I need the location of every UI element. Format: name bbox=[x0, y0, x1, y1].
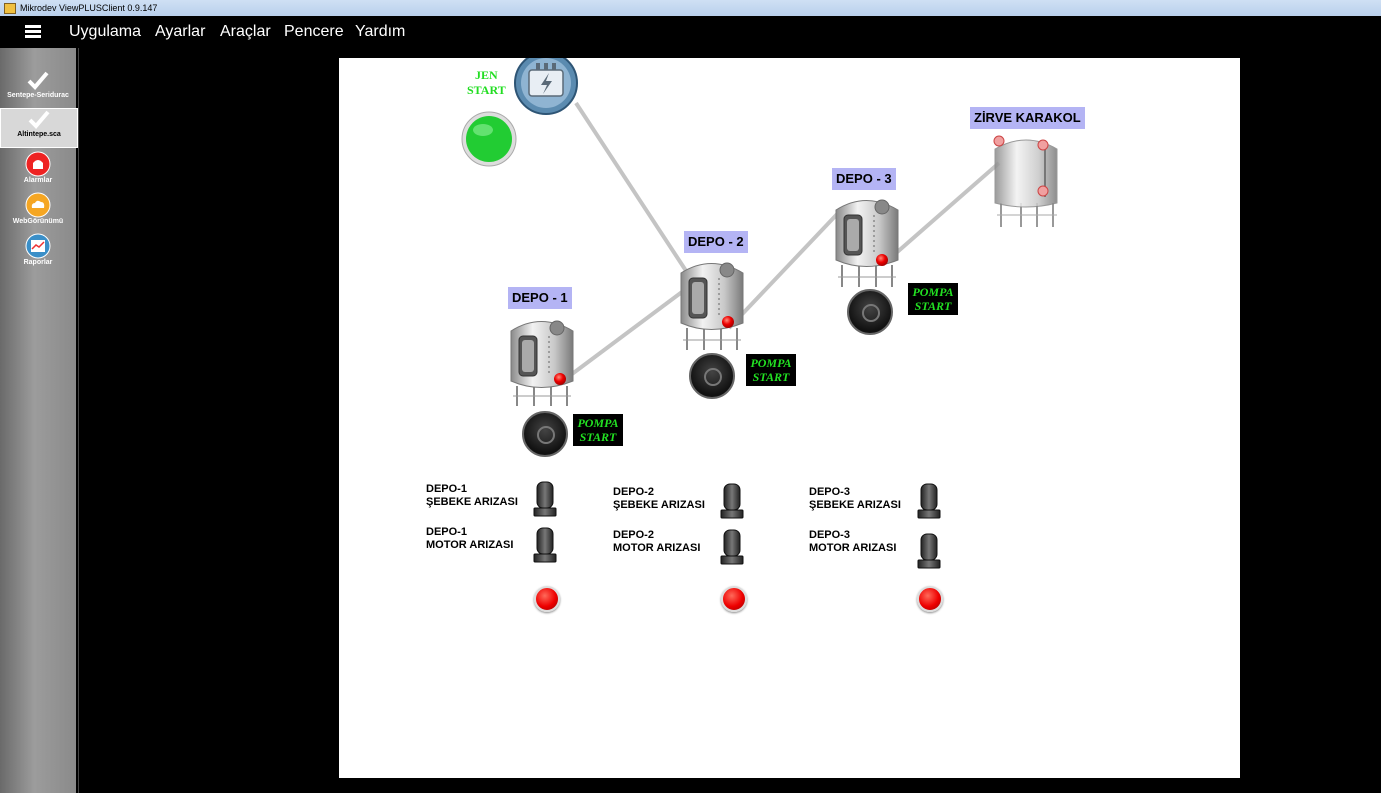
alarm-line2: ŞEBEKE ARIZASI bbox=[613, 499, 705, 511]
tank-depo-2 bbox=[680, 262, 744, 350]
tank-label-depo-3: DEPO - 3 bbox=[832, 168, 896, 190]
app-icon bbox=[4, 3, 16, 14]
sidebar-item-label: Sentepe-Seridurac bbox=[7, 92, 69, 99]
pump-1-status-label: POMPA START bbox=[573, 414, 623, 446]
title-bar: Mikrodev ViewPLUSClient 0.9.147 bbox=[0, 0, 1381, 16]
tank-label-depo-1: DEPO - 1 bbox=[508, 287, 572, 309]
sidebar-item-sentepe[interactable]: Sentepe-Seridurac bbox=[0, 70, 76, 108]
pump-2-status-label: POMPA START bbox=[746, 354, 796, 386]
depo-1-fault-lamp bbox=[534, 586, 560, 612]
pump-2-power-button[interactable] bbox=[689, 353, 735, 399]
sidebar-item-label: Alarmlar bbox=[23, 177, 53, 184]
menu-ayarlar[interactable]: Ayarlar bbox=[155, 23, 206, 40]
hamburger-menu-icon[interactable] bbox=[25, 25, 41, 39]
sidebar-item-raporlar[interactable]: Raporlar bbox=[0, 233, 76, 271]
depo-3-fault-lamp bbox=[917, 586, 943, 612]
alarm-line2: MOTOR ARIZASI bbox=[809, 542, 897, 554]
sidebar-item-webgorunumu[interactable]: WebGörünümü bbox=[0, 192, 76, 230]
cloud-icon bbox=[25, 192, 51, 218]
menu-bar: Uygulama Ayarlar Araçlar Pencere Yardım bbox=[0, 16, 1381, 48]
alarm-line1: DEPO-2 bbox=[613, 529, 654, 541]
alarm-line2: MOTOR ARIZASI bbox=[426, 539, 514, 551]
depo-2-fault-lamp bbox=[721, 586, 747, 612]
checkmark-icon bbox=[27, 71, 49, 90]
sidebar-item-label: Raporlar bbox=[23, 259, 53, 266]
siren-icon bbox=[533, 527, 557, 563]
alarm-depo3-motor-fault: DEPO-3 MOTOR ARIZASI bbox=[809, 529, 896, 555]
tank-zirve-karakol bbox=[993, 135, 1058, 227]
pump-3-status-label: POMPA START bbox=[908, 283, 958, 315]
report-chart-icon bbox=[25, 233, 51, 259]
alarm-line2: ŞEBEKE ARIZASI bbox=[809, 499, 901, 511]
pump-label-line1: POMPA bbox=[577, 416, 619, 430]
alarm-siren-icon bbox=[25, 151, 51, 177]
alarm-line1: DEPO-3 bbox=[809, 529, 850, 541]
tank-depo-1 bbox=[510, 320, 574, 406]
generator-icon[interactable] bbox=[514, 58, 578, 115]
generator-start-label: JEN START bbox=[467, 68, 506, 98]
generator-label-line2: START bbox=[467, 83, 506, 97]
alarm-depo2-grid-fault: DEPO-2 ŞEBEKE ARIZASI bbox=[613, 486, 705, 512]
siren-icon bbox=[533, 481, 557, 517]
pipe-lines bbox=[562, 101, 1001, 382]
alarm-depo1-motor-fault: DEPO-1 MOTOR ARIZASI bbox=[426, 526, 513, 552]
sidebar-item-label: WebGörünümü bbox=[12, 218, 64, 225]
alarm-line1: DEPO-1 bbox=[426, 483, 467, 495]
menu-araclar[interactable]: Araçlar bbox=[220, 23, 271, 40]
menu-pencere[interactable]: Pencere bbox=[284, 23, 344, 40]
pump-label-line2: START bbox=[914, 299, 952, 313]
scada-canvas: JEN START DEPO - 1 DEPO - 2 DEPO - 3 ZİR… bbox=[339, 58, 1240, 778]
sidebar-item-alarmlar[interactable]: Alarmlar bbox=[0, 151, 76, 189]
siren-icon bbox=[720, 483, 744, 519]
tank-depo-3 bbox=[835, 199, 899, 287]
siren-icon bbox=[720, 529, 744, 565]
checkmark-icon bbox=[28, 110, 50, 129]
menu-uygulama[interactable]: Uygulama bbox=[69, 23, 142, 40]
alarm-line1: DEPO-2 bbox=[613, 486, 654, 498]
alarm-line1: DEPO-3 bbox=[809, 486, 850, 498]
sidebar-item-altintepe[interactable]: Altintepe.sca bbox=[0, 108, 78, 148]
tank-label-depo-2: DEPO - 2 bbox=[684, 231, 748, 253]
tank-label-zirve-karakol: ZİRVE KARAKOL bbox=[970, 107, 1085, 129]
pump-label-line1: POMPA bbox=[912, 285, 954, 299]
siren-icon bbox=[917, 533, 941, 569]
piping-diagram bbox=[461, 58, 1058, 569]
alarm-depo1-grid-fault: DEPO-1 ŞEBEKE ARIZASI bbox=[426, 483, 518, 509]
alarm-depo3-grid-fault: DEPO-3 ŞEBEKE ARIZASI bbox=[809, 486, 901, 512]
siren-icons bbox=[533, 481, 941, 569]
pump-label-line2: START bbox=[579, 430, 617, 444]
alarm-depo2-motor-fault: DEPO-2 MOTOR ARIZASI bbox=[613, 529, 700, 555]
window-title: Mikrodev ViewPLUSClient 0.9.147 bbox=[20, 3, 158, 13]
pump-3-power-button[interactable] bbox=[847, 289, 893, 335]
sidebar: Sentepe-Seridurac Altintepe.sca Alarmlar… bbox=[0, 48, 78, 793]
pump-label-line1: POMPA bbox=[750, 356, 792, 370]
sidebar-item-label: Altintepe.sca bbox=[17, 131, 61, 138]
siren-icon bbox=[917, 483, 941, 519]
pump-label-line2: START bbox=[752, 370, 790, 384]
alarm-line2: ŞEBEKE ARIZASI bbox=[426, 496, 518, 508]
menu-yardim[interactable]: Yardım bbox=[355, 23, 406, 40]
pump-1-power-button[interactable] bbox=[522, 411, 568, 457]
generator-status-lamp bbox=[461, 111, 517, 167]
generator-label-line1: JEN bbox=[475, 68, 498, 82]
alarm-line2: MOTOR ARIZASI bbox=[613, 542, 701, 554]
alarm-line1: DEPO-1 bbox=[426, 526, 467, 538]
